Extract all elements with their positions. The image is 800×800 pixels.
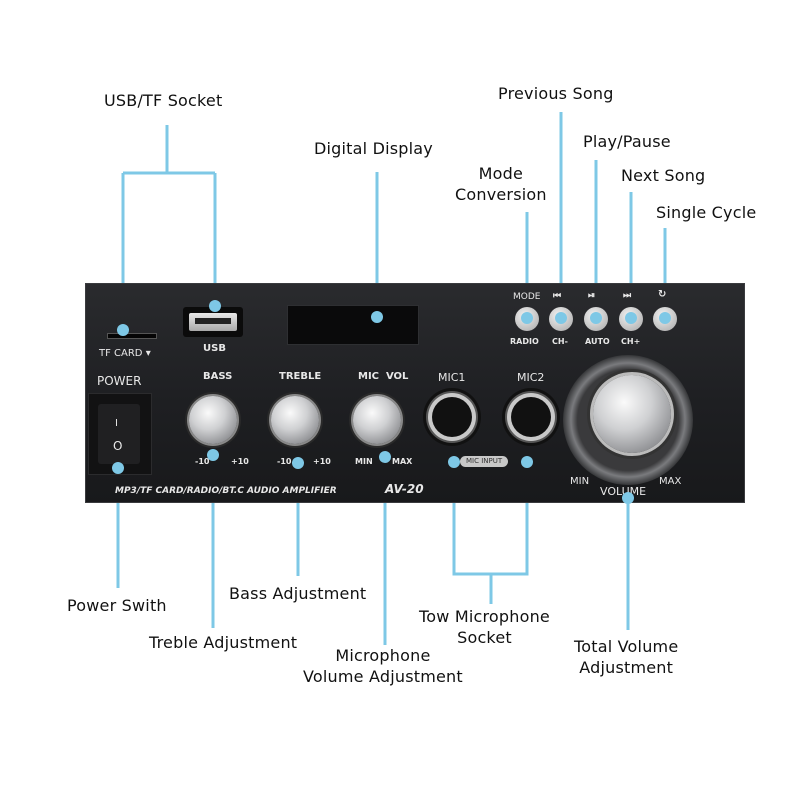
mic-input-badge: MIC INPUT: [460, 456, 509, 467]
callout-micvol-line2: Volume Adjustment: [303, 667, 463, 686]
treble-max-label: +10: [313, 457, 331, 466]
mode-label: MODE: [513, 292, 541, 302]
tf-card-slot[interactable]: [107, 333, 157, 339]
mic2-jack[interactable]: [511, 397, 551, 437]
callout-usb-tf-socket: USB/TF Socket: [104, 91, 223, 110]
dot-tf-card: [117, 324, 129, 336]
bass-min-label: -10: [195, 457, 210, 466]
prev-icon: ⏮: [553, 291, 562, 301]
amplifier-front-panel: TF CARD ▾ USB POWER I O BASS -10 +10 TRE…: [85, 283, 745, 503]
dot-mode: [521, 312, 533, 324]
next-icon: ⏭: [623, 291, 632, 301]
callout-mic-socket-line2: Socket: [457, 628, 512, 647]
dot-volume: [622, 492, 634, 504]
dot-mic2: [521, 456, 533, 468]
bass-knob[interactable]: [189, 396, 237, 444]
model-name: AV-20: [385, 482, 424, 496]
ch-minus-label: CH-: [552, 337, 568, 346]
treble-label: TREBLE: [279, 371, 322, 382]
digital-display: [287, 305, 419, 345]
callout-mode-line1: Mode: [478, 164, 524, 183]
callout-single-cycle: Single Cycle: [656, 203, 757, 222]
bass-max-label: +10: [231, 457, 249, 466]
usb-tf-leader: [121, 125, 217, 330]
radio-label: RADIO: [510, 337, 539, 346]
auto-label: AUTO: [585, 337, 610, 346]
usb-port[interactable]: [183, 307, 243, 337]
dot-usb: [209, 300, 221, 312]
dot-treble: [292, 457, 304, 469]
callout-mic-volume-adjustment: Microphone Volume Adjustment: [303, 645, 463, 687]
volume-knob[interactable]: [593, 375, 671, 453]
callout-volume-line2: Adjustment: [579, 658, 674, 677]
tf-card-label: TF CARD ▾: [99, 348, 151, 359]
mic-vol-knob[interactable]: [353, 396, 401, 444]
dot-display: [371, 311, 383, 323]
treble-knob[interactable]: [271, 396, 319, 444]
callout-two-mic-socket: Tow Microphone Socket: [419, 606, 550, 648]
volume-max-label: MAX: [659, 476, 682, 487]
dot-prev: [555, 312, 567, 324]
power-on-mark: I: [115, 418, 118, 429]
ch-plus-label: CH+: [621, 337, 641, 346]
product-line-text: MP3/TF CARD/RADIO/BT.C AUDIO AMPLIFIER: [115, 486, 337, 496]
dot-cycle: [659, 312, 671, 324]
mic1-jack[interactable]: [432, 397, 472, 437]
mic2-label: MIC2: [517, 371, 545, 384]
dot-play: [590, 312, 602, 324]
power-label: POWER: [97, 374, 142, 388]
repeat-icon: ↻: [658, 289, 667, 300]
callout-power-switch: Power Swith: [67, 596, 167, 615]
dot-next: [625, 312, 637, 324]
callout-mode-line2: Conversion: [455, 185, 547, 204]
callout-micvol-line1: Microphone: [335, 646, 431, 665]
callout-play-pause: Play/Pause: [583, 132, 671, 151]
callout-treble-adjustment: Treble Adjustment: [149, 633, 298, 652]
callout-mic-socket-line1: Tow Microphone: [419, 607, 550, 626]
callout-volume-line1: Total Volume: [574, 637, 679, 656]
callout-bass-adjustment: Bass Adjustment: [229, 584, 367, 603]
mic-vol-label: MIC VOL: [358, 371, 409, 382]
bass-label: BASS: [203, 371, 233, 382]
dot-bass: [207, 449, 219, 461]
dot-mic1: [448, 456, 460, 468]
volume-label: VOLUME: [600, 485, 647, 498]
callout-previous-song: Previous Song: [498, 84, 614, 103]
mic1-label: MIC1: [438, 371, 466, 384]
power-off-mark: O: [113, 439, 123, 453]
callout-total-volume-adjustment: Total Volume Adjustment: [574, 636, 678, 678]
mic-vol-min-label: MIN: [355, 457, 373, 466]
volume-min-label: MIN: [570, 476, 590, 487]
play-pause-icon: ⏯: [588, 291, 596, 301]
callout-next-song: Next Song: [621, 166, 706, 185]
callout-digital-display: Digital Display: [314, 139, 433, 158]
treble-min-label: -10: [277, 457, 292, 466]
mic-vol-max-label: MAX: [392, 457, 413, 466]
usb-label: USB: [203, 343, 226, 354]
callout-mode-conversion: Mode Conversion: [455, 163, 547, 205]
dot-mic-vol: [379, 451, 391, 463]
power-switch[interactable]: I O: [88, 393, 152, 475]
mic-socket-leader: [452, 462, 529, 604]
dot-power: [112, 462, 124, 474]
